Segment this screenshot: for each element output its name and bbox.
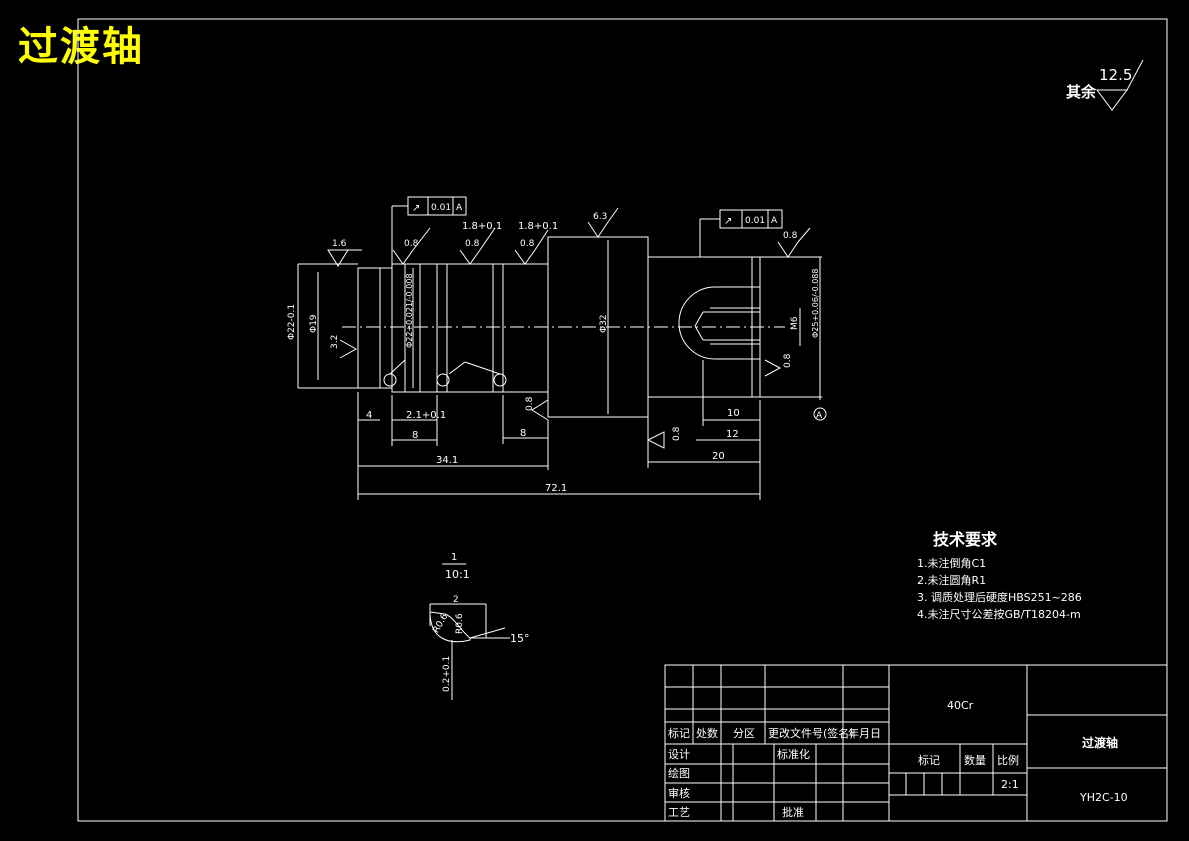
detail-width: 2 bbox=[453, 595, 459, 605]
dimension-lines bbox=[297, 240, 827, 500]
dim-d1: Φ22-0.1 bbox=[287, 304, 297, 340]
dim-l721: 72.1 bbox=[545, 483, 567, 494]
tb-col-mark: 标记 bbox=[668, 726, 690, 740]
tol-left-symbol: ↗ bbox=[412, 203, 420, 214]
dim-l12: 12 bbox=[726, 429, 739, 440]
tech-heading: 技术要求 bbox=[933, 530, 998, 549]
rough-08e: 0.8 bbox=[525, 396, 535, 411]
rough-08f: 0.8 bbox=[783, 353, 793, 368]
tolerance-frame-left bbox=[391, 196, 467, 264]
tb-col-count: 处数 bbox=[696, 727, 718, 740]
rough-08g: 0.8 bbox=[672, 426, 682, 441]
tb-material: 40Cr bbox=[947, 699, 974, 712]
dim-l8b: 8 bbox=[520, 428, 526, 439]
tech-item-3: 3. 调质处理后硬度HBS251~286 bbox=[917, 590, 1082, 604]
dim-d2: Φ19 bbox=[309, 314, 319, 333]
dim-d3: Φ22+0.021/-0.008 bbox=[405, 273, 414, 348]
tech-item-4: 4.未注尺寸公差按GB/T18204-m bbox=[917, 607, 1081, 621]
tb-col-date: 年月日 bbox=[848, 726, 881, 740]
dim-l4: 4 bbox=[366, 410, 372, 421]
rough-32: 3.2 bbox=[330, 335, 340, 349]
tech-item-2: 2.未注圆角R1 bbox=[917, 573, 986, 587]
dim-d4: Φ32 bbox=[599, 314, 609, 333]
tol-left-value: 0.01 bbox=[431, 203, 451, 213]
tb-drawing-no: YH2C-10 bbox=[1079, 791, 1128, 804]
datum-a: A bbox=[816, 411, 823, 421]
tb-mark: 标记 bbox=[918, 753, 940, 767]
tb-process: 工艺 bbox=[668, 806, 690, 819]
dim-l10: 10 bbox=[727, 408, 740, 419]
detail-scale-num: 1 bbox=[451, 552, 457, 563]
detail-depth: 0.2+0.1 bbox=[442, 656, 452, 692]
tb-col-change: 更改文件号(签名) bbox=[768, 726, 854, 740]
tb-scale: 2:1 bbox=[1001, 778, 1019, 791]
tol-right-value: 0.01 bbox=[745, 216, 765, 226]
detail-scale-den: 10:1 bbox=[445, 568, 470, 581]
dim-thread: M6 bbox=[790, 316, 800, 330]
rough-08a: 0.8 bbox=[404, 239, 419, 249]
dim-d5: Φ25+0.06/-0.088 bbox=[811, 269, 820, 338]
tb-ratio: 比例 bbox=[997, 753, 1019, 767]
tol-right-datum: A bbox=[771, 216, 778, 226]
tb-approve: 批准 bbox=[782, 805, 804, 819]
title-block-lines bbox=[664, 664, 1168, 822]
rough-08b: 0.8 bbox=[465, 239, 480, 249]
tb-col-zone: 分区 bbox=[733, 727, 755, 740]
rough-63: 6.3 bbox=[593, 212, 607, 222]
rough-08c: 0.8 bbox=[520, 239, 535, 249]
tech-item-1: 1.未注倒角C1 bbox=[917, 556, 986, 570]
tolerance-frame-right bbox=[699, 209, 783, 257]
dim-l341: 34.1 bbox=[436, 455, 458, 466]
surface-default-value: 12.5 bbox=[1099, 66, 1132, 84]
roughness-symbols bbox=[327, 59, 1144, 449]
dim-l8: 8 bbox=[412, 430, 418, 441]
detail-angle: 15° bbox=[510, 632, 530, 645]
dim-l21: 2.1+0.1 bbox=[406, 410, 446, 421]
dim-l20: 20 bbox=[712, 451, 725, 462]
tb-standard: 标准化 bbox=[777, 747, 810, 761]
dim-groove2: 1.8+0.1 bbox=[518, 221, 558, 232]
tol-left-datum: A bbox=[456, 203, 463, 213]
dim-groove1: 1.8+0.1 bbox=[462, 221, 502, 232]
surface-default-label: 其余 bbox=[1066, 83, 1097, 101]
drawing-title: 过渡轴 bbox=[18, 24, 144, 70]
tb-draw: 绘图 bbox=[668, 766, 690, 780]
rough-08d: 0.8 bbox=[783, 231, 798, 241]
rough-16: 1.6 bbox=[332, 239, 347, 249]
detail-view bbox=[429, 563, 510, 700]
sheet-border bbox=[77, 18, 1168, 822]
detail-r2: R0.6 bbox=[455, 613, 465, 634]
tb-qty: 数量 bbox=[964, 754, 986, 767]
tb-design: 设计 bbox=[668, 748, 690, 761]
tb-part-name: 过渡轴 bbox=[1082, 735, 1118, 750]
tol-right-symbol: ↗ bbox=[724, 216, 732, 227]
tb-check: 审核 bbox=[668, 786, 690, 800]
